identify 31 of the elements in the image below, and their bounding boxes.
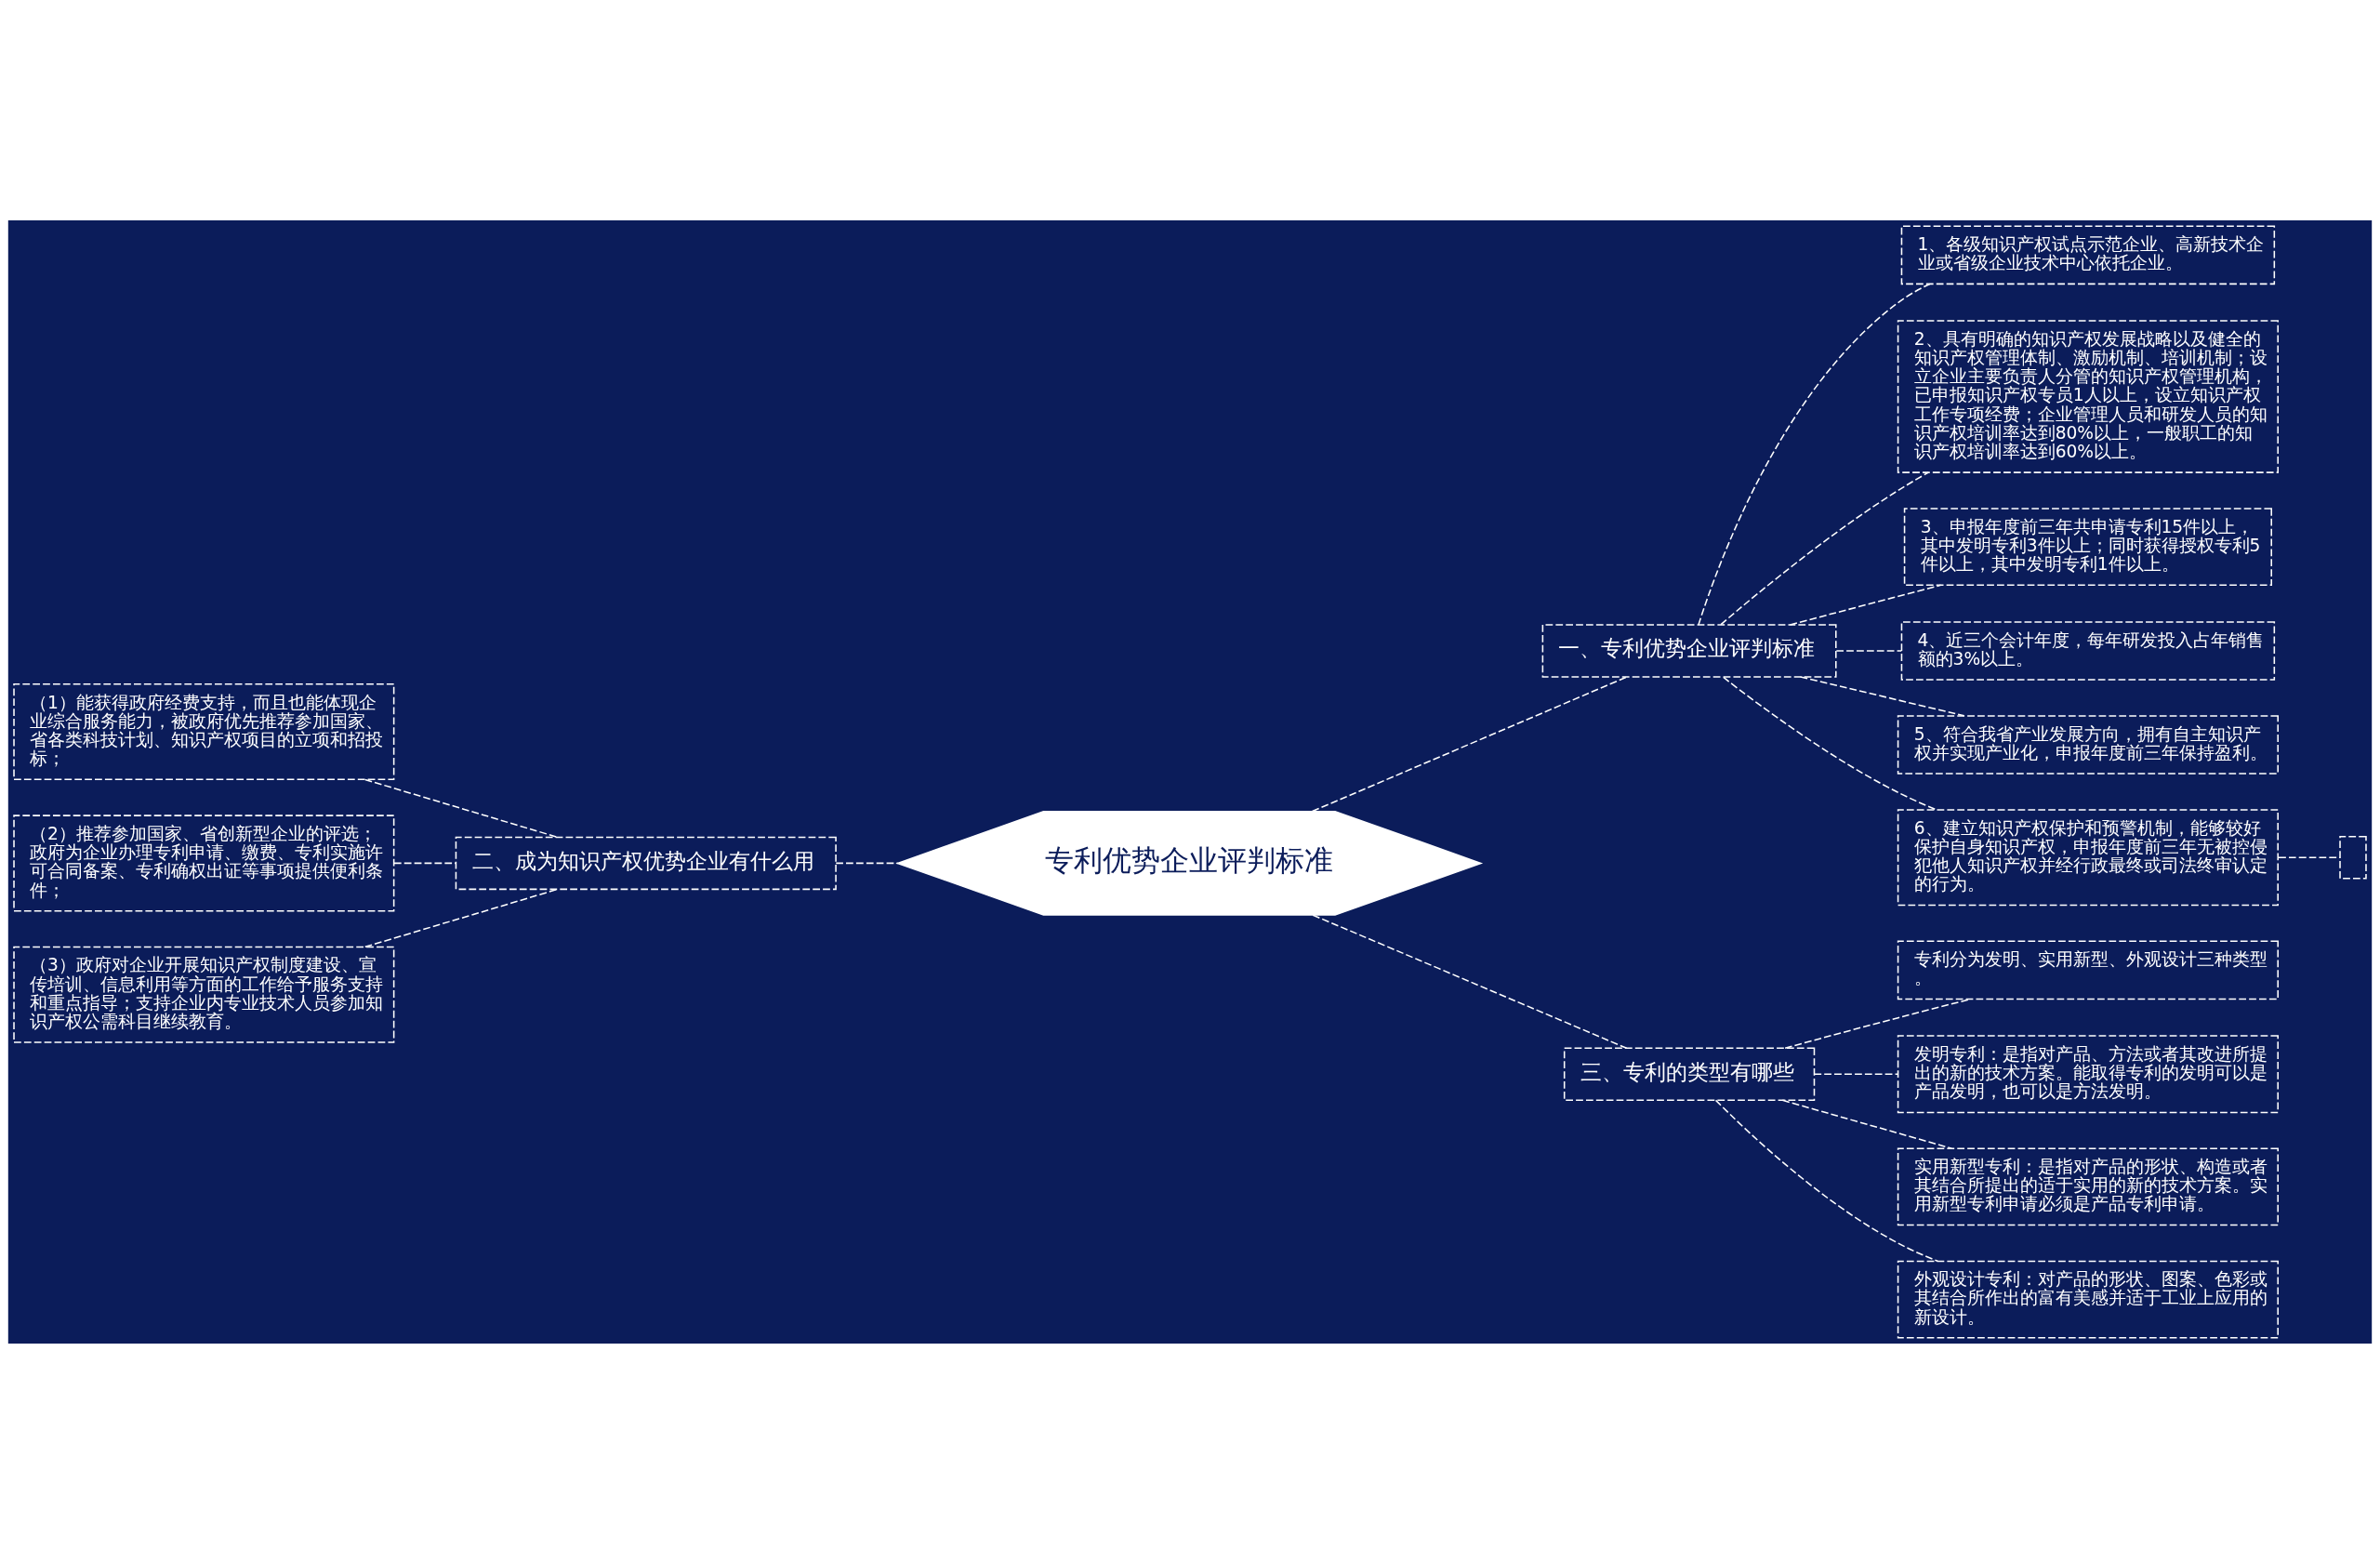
node-box: 2、具有明确的知识产权发展战略以及健全的知识产权管理体制、激励机制、培训机制；设立企业主要负责人分管的知识产权管理机构，已申报知识产权专员1人以上，设立知识产权工作专项经费；企业管理人员和研发人员的知识产权培训率达到80%以上，一般职工的知识产权培训率达到60%以上。 — [1897, 319, 2279, 473]
node-box: 外观设计专利：对产品的形状、图案、色彩或其结合所作出的富有美感并适于工业上应用的新设计。 — [1897, 1260, 2279, 1339]
connector — [835, 862, 899, 864]
node-box: 1、各级知识产权试点示范企业、高新技术企业或省级企业技术中心依托企业。 — [1900, 224, 2276, 285]
node-box: 发明专利：是指对产品、方法或者其改进所提出的新的技术方案。能取得专利的发明可以是产品发明，也可以是方法发明。 — [1897, 1034, 2279, 1113]
node-box: 4、近三个会计年度，每年研发投入占年销售额的3%以上。 — [1900, 620, 2276, 681]
node-box: （3）政府对企业开展知识产权制度建设、宣传培训、信息利用等方面的工作给予服务支持和重点指导；支持企业内专业技术人员参加知识产权公需科目继续教育。 — [13, 946, 395, 1043]
connector — [1789, 584, 1942, 626]
connector — [1312, 913, 1628, 1049]
connector — [393, 862, 457, 864]
node-box: 专利分为发明、实用新型、外观设计三种类型。 — [1897, 940, 2279, 1000]
node-box: 三、专利的类型有哪些 — [1563, 1047, 1816, 1101]
connector — [1813, 1072, 1899, 1075]
node-box: 一、专利优势企业评判标准 — [1541, 623, 1837, 678]
node-box: 实用新型专利：是指对产品的形状、构造或者其结合所提出的适于实用的新的技术方案。实用新型专利申请必须是产品专利申请。 — [1897, 1146, 2279, 1225]
connector — [1714, 1099, 1938, 1262]
node-box: 5、符合我省产业发展方向，拥有自主知识产权并实现产业化，申报年度前三年保持盈利。 — [1897, 714, 2279, 775]
connector — [1720, 470, 1929, 625]
node-box: （2）推荐参加国家、省创新型企业的评选；政府为企业办理专利申请、缴费、专利实施许可合同备案、专利确权出证等事项提供便利条件； — [13, 814, 395, 911]
connector — [1698, 283, 1931, 626]
connector — [1835, 649, 1902, 652]
node-box: 3、申报年度前三年共申请专利15件以上，其中发明专利3件以上；同时获得授权专利5件以上，其中发明专利1件以上。 — [1903, 507, 2272, 586]
connector — [2278, 855, 2341, 858]
connector — [1723, 676, 1937, 810]
connector — [364, 778, 559, 838]
node-box: （1）能获得政府经费支持，而且也能体现企业综合服务能力，被政府优先推荐参加国家、省各类科技计划、知识产权项目的立项和招投标； — [13, 682, 395, 780]
connector — [1311, 675, 1628, 812]
connector — [364, 888, 559, 947]
node-box: 6、建立知识产权保护和预警机制，能够较好保护自身知识产权，申报年度前三年无被控侵犯他人知识产权并经行政最终或司法终审认定的行为。 — [1897, 808, 2279, 906]
node-box: 二、成为知识产权优势企业有什么用 — [455, 836, 837, 890]
node-box — [2339, 835, 2367, 879]
